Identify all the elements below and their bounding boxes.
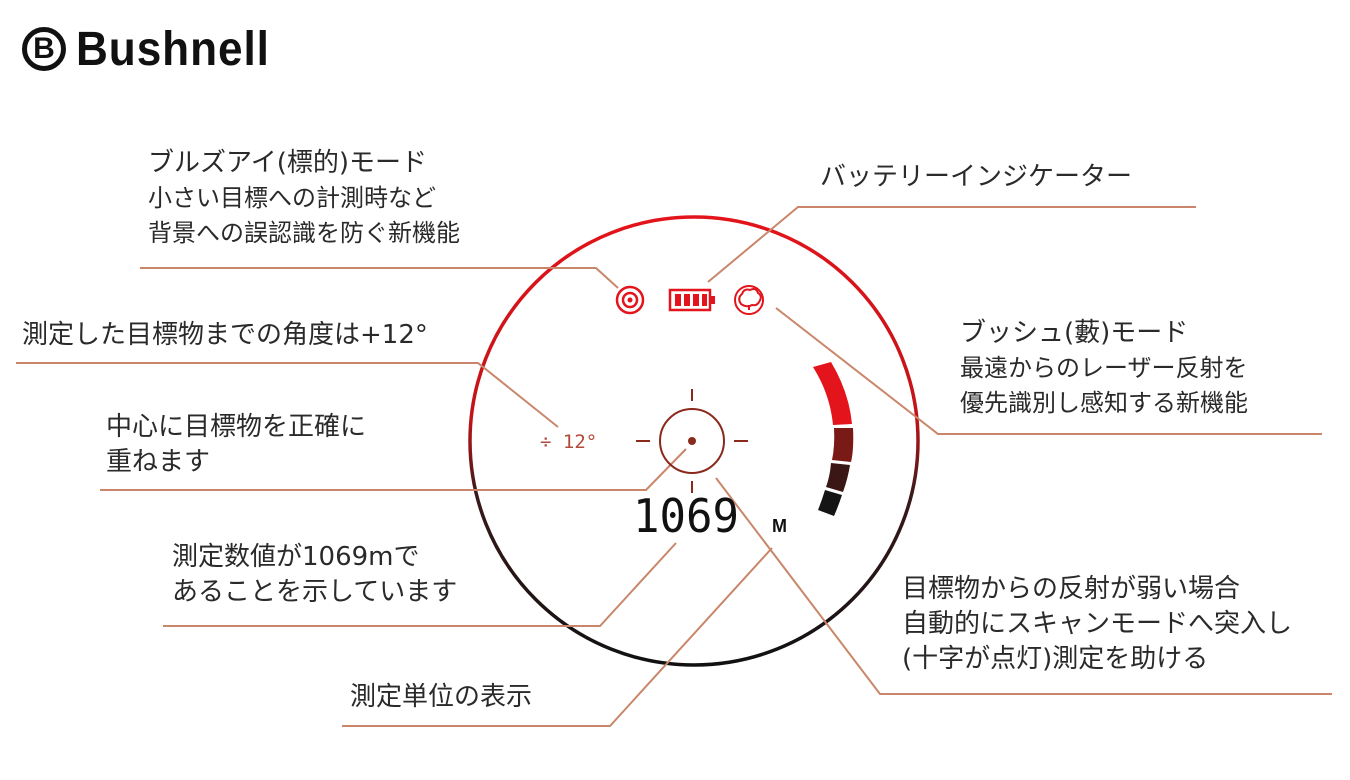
- callout-scan-line: 目標物からの反射が弱い場合: [902, 574, 1241, 604]
- callout-bush-line: 最遠からのレーザー反射を: [960, 354, 1248, 382]
- leader-value: [163, 542, 677, 627]
- callout-scan-line: 自動的にスキャンモードへ突入し: [902, 609, 1293, 639]
- leader-bush: [775, 307, 1322, 435]
- callout-bullseye: ブルズアイ(標的)モード 小さい目標への計測時など 背景への誤認識を防ぐ新機能: [148, 146, 460, 251]
- leader-center: [100, 448, 687, 491]
- callout-value: 測定数値が1069mで あることを示しています: [172, 540, 457, 610]
- callout-center: 中心に目標物を正確に 重ねます: [106, 410, 366, 480]
- unit-readout: M: [772, 516, 787, 536]
- callout-bullseye-line: 小さい目標への計測時など: [148, 184, 436, 212]
- brand-mark-icon: B: [22, 27, 66, 71]
- callout-bush: ブッシュ(藪)モード 最遠からのレーザー反射を 優先識別し感知する新機能: [960, 316, 1248, 421]
- leader-unit: [342, 547, 773, 727]
- callout-center-line: 重ねます: [106, 447, 211, 477]
- callout-bullseye-line: 背景への誤認識を防ぐ新機能: [148, 219, 460, 247]
- signal-bar-icon: [813, 362, 854, 516]
- callout-value-line: 測定数値が1069mで: [172, 542, 420, 572]
- leader-angle: [16, 362, 559, 428]
- callout-scan-line: (十字が点灯)測定を助ける: [902, 644, 1209, 674]
- callout-angle-title: 測定した目標物までの角度は+12°: [22, 320, 428, 350]
- callout-unit-title: 測定単位の表示: [350, 682, 533, 712]
- leader-lines: [16, 206, 1332, 727]
- bullseye-icon: [615, 285, 645, 315]
- callout-bush-title: ブッシュ(藪)モード: [960, 318, 1189, 348]
- callout-center-line: 中心に目標物を正確に: [106, 412, 367, 442]
- callout-battery-title: バッテリーインジケーター: [820, 162, 1133, 192]
- reticle-icon: [636, 389, 748, 493]
- callout-angle: 測定した目標物までの角度は+12°: [22, 318, 428, 353]
- viewfinder-ring: [468, 215, 920, 667]
- callout-scan: 目標物からの反射が弱い場合 自動的にスキャンモードへ突入し (十字が点灯)測定を…: [902, 572, 1292, 677]
- callout-bullseye-title: ブルズアイ(標的)モード: [148, 148, 427, 178]
- callout-bush-line: 優先識別し感知する新機能: [960, 389, 1248, 417]
- callout-battery: バッテリーインジケーター: [820, 160, 1132, 195]
- angle-readout: ÷ 12°: [540, 431, 597, 453]
- callout-value-line: あることを示しています: [172, 577, 458, 607]
- brand-name: Bushnell: [76, 22, 270, 76]
- leader-battery: [707, 206, 1196, 283]
- distance-readout: 1069: [633, 489, 739, 543]
- bush-icon: [734, 285, 764, 315]
- callout-unit: 測定単位の表示: [350, 680, 532, 715]
- leader-bullseye: [140, 267, 619, 289]
- battery-icon: [668, 288, 715, 312]
- brand-logo: B Bushnell: [22, 22, 287, 76]
